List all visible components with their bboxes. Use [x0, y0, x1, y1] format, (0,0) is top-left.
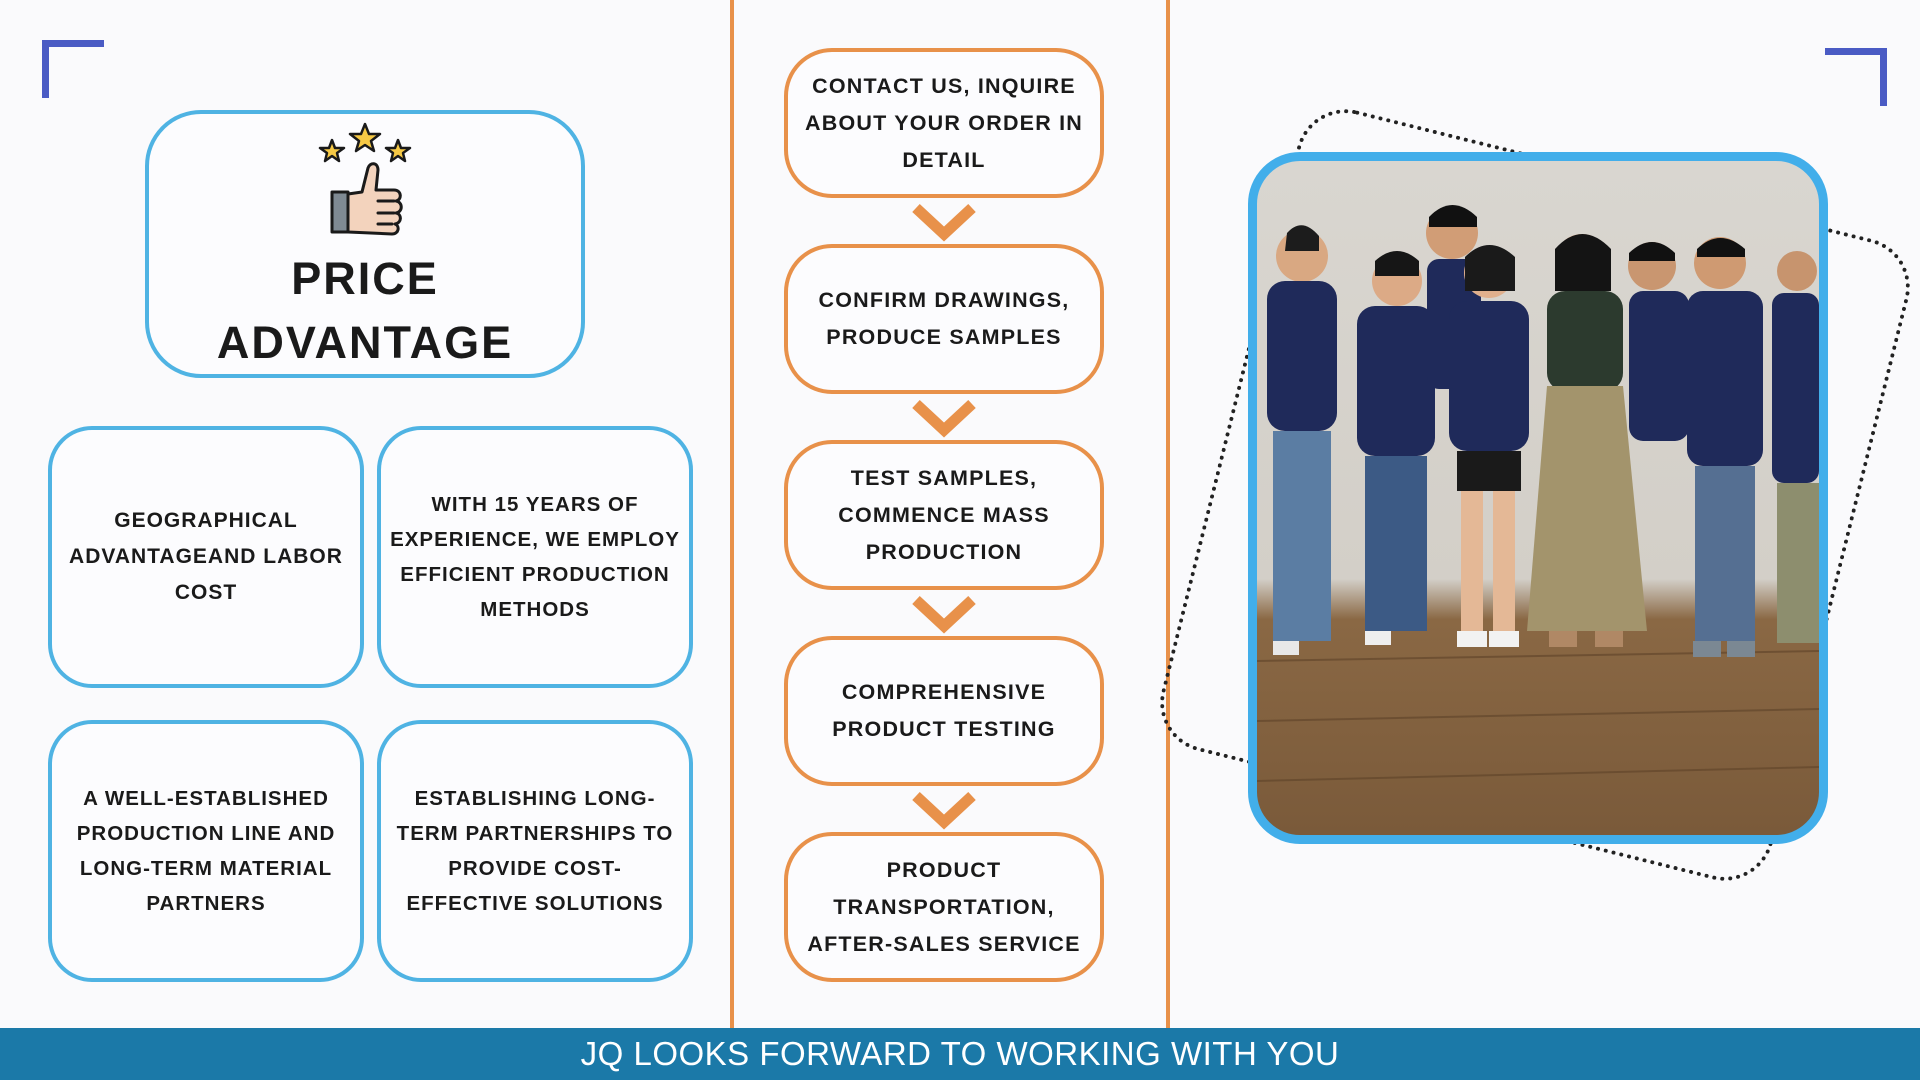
- thumbs-up-with-stars-icon: [310, 120, 420, 245]
- corner-bracket-top-right: [1825, 48, 1887, 106]
- page-title: PRICE ADVANTAGE: [217, 247, 513, 375]
- title-line-2: ADVANTAGE: [216, 316, 514, 368]
- chevron-down-icon: [912, 399, 976, 438]
- process-step: CONTACT US, INQUIRE ABOUT YOUR ORDER IN …: [784, 48, 1104, 198]
- feature-text: WITH 15 YEARS OF EXPERIENCE, WE EMPLOY E…: [390, 493, 680, 621]
- chevron-down-icon: [912, 203, 976, 242]
- feature-text: A WELL-ESTABLISHED PRODUCTION LINE AND L…: [76, 787, 336, 915]
- chevron-down-icon: [912, 791, 976, 830]
- step-text: CONTACT US, INQUIRE ABOUT YOUR ORDER IN …: [804, 73, 1084, 172]
- price-advantage-card: PRICE ADVANTAGE: [145, 110, 585, 378]
- feature-card: A WELL-ESTABLISHED PRODUCTION LINE AND L…: [48, 720, 364, 982]
- footer-banner: JQ LOOKS FORWARD TO WORKING WITH YOU: [0, 1028, 1920, 1080]
- feature-text: ESTABLISHING LONG-TERM PARTNERSHIPS TO P…: [396, 787, 674, 915]
- process-step: TEST SAMPLES, COMMENCE MASS PRODUCTION: [784, 440, 1104, 590]
- corner-bracket-top-left: [42, 40, 104, 98]
- step-text: PRODUCT TRANSPORTATION, AFTER-SALES SERV…: [807, 857, 1081, 956]
- feature-card: GEOGRAPHICAL ADVANTAGEAND LABOR COST: [48, 426, 364, 688]
- footer-text: JQ LOOKS FORWARD TO WORKING WITH YOU: [580, 1035, 1340, 1072]
- step-text: CONFIRM DRAWINGS, PRODUCE SAMPLES: [818, 288, 1070, 349]
- divider-right: [1166, 0, 1170, 1028]
- feature-card: ESTABLISHING LONG-TERM PARTNERSHIPS TO P…: [377, 720, 693, 982]
- process-step: CONFIRM DRAWINGS, PRODUCE SAMPLES: [784, 244, 1104, 394]
- process-step: PRODUCT TRANSPORTATION, AFTER-SALES SERV…: [784, 832, 1104, 982]
- divider-left: [730, 0, 734, 1028]
- process-step: COMPREHENSIVE PRODUCT TESTING: [784, 636, 1104, 786]
- feature-text: GEOGRAPHICAL ADVANTAGEAND LABOR COST: [69, 509, 343, 604]
- team-photo: [1248, 152, 1828, 844]
- title-line-1: PRICE: [291, 252, 439, 304]
- step-text: COMPREHENSIVE PRODUCT TESTING: [832, 680, 1056, 741]
- step-text: TEST SAMPLES, COMMENCE MASS PRODUCTION: [838, 465, 1050, 564]
- feature-card: WITH 15 YEARS OF EXPERIENCE, WE EMPLOY E…: [377, 426, 693, 688]
- chevron-down-icon: [912, 595, 976, 634]
